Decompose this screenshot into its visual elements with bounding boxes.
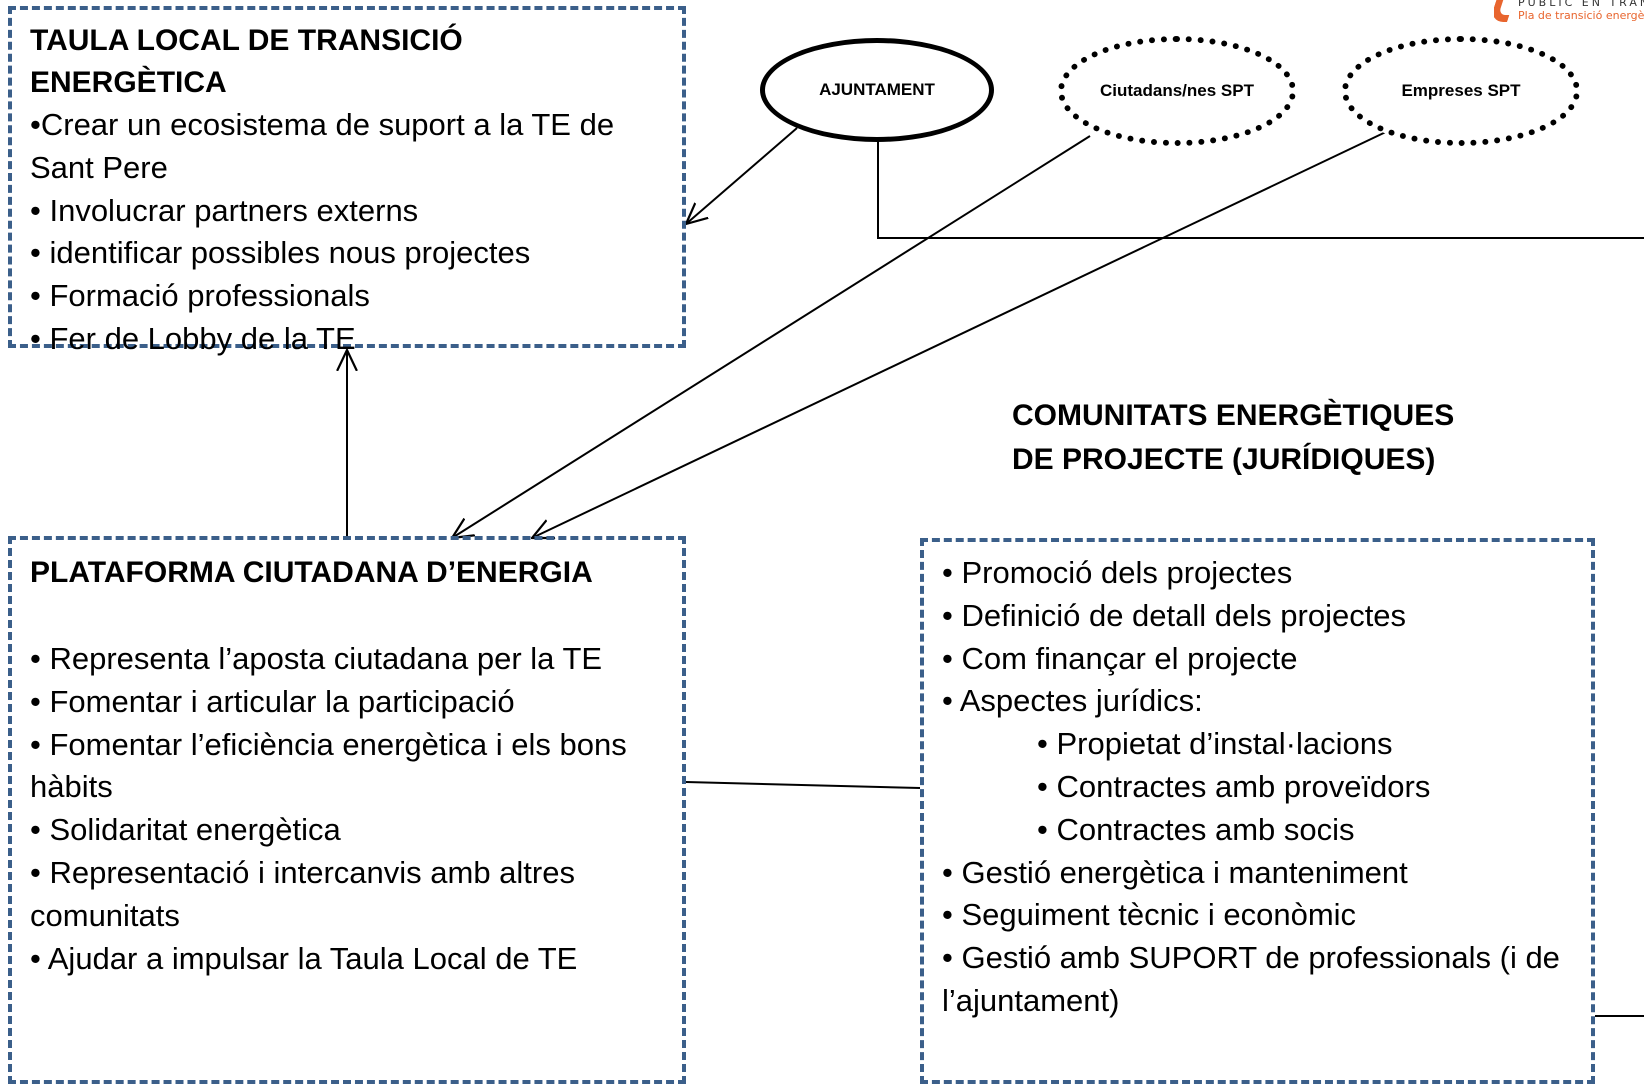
actor-ajuntament-label: AJUNTAMENT — [819, 80, 935, 99]
comunitats-item: • Gestió energètica i manteniment — [942, 854, 1408, 890]
comunitats-item: • Com finançar el projecte — [942, 640, 1298, 676]
taula-item: • Formació professionals — [30, 278, 370, 314]
plataforma-item: • Ajudar a impulsar la Taula Local de TE — [30, 940, 578, 976]
line-ajuntament-to-comunitats — [877, 140, 1644, 239]
comunitats-title-line-2: DE PROJECTE (JURÍDIQUES) — [1012, 443, 1436, 476]
logo-mark-icon — [1494, 0, 1517, 22]
arrow-empreses-to-plataforma — [532, 129, 1391, 538]
comunitats-title-line-1: COMUNITATS ENERGÈTIQUES — [1012, 399, 1455, 432]
comunitats-title: COMUNITATS ENERGÈTIQUES DE PROJECTE (JUR… — [1012, 394, 1454, 482]
comunitats-item: • Promoció dels projectes — [942, 555, 1293, 590]
taula-local-box: TAULA LOCAL DE TRANSICIÓ ENERGÈTICA •Cre… — [8, 6, 686, 356]
taula-local-title: TAULA LOCAL DE TRANSICIÓ ENERGÈTICA — [30, 24, 463, 99]
line-plataforma-to-comunitats — [685, 781, 921, 789]
plataforma-item: • Fomentar l’eficiència energètica i els… — [30, 726, 627, 805]
taula-item: • Involucrar partners externs — [30, 192, 419, 228]
plataforma-item: • Solidaritat energètica — [30, 812, 341, 848]
comunitats-subitem: • Contractes amb socis — [1037, 811, 1355, 847]
plataforma-item: • Representa l’aposta ciutadana per la T… — [30, 641, 603, 676]
comunitats-subitem: • Propietat d’instal·lacions — [1037, 726, 1393, 762]
taula-item: • identificar possibles nous projectes — [30, 235, 531, 271]
logo-line-1: PÚBLIC EN TRANSICIÓ — [1518, 0, 1644, 9]
actor-ciutadans: Ciutadans/nes SPT — [1058, 36, 1296, 146]
comunitats-item: • Aspectes jurídics: — [942, 683, 1203, 719]
taula-item: • Fer de Lobby de la TE — [30, 320, 356, 356]
plataforma-title: PLATAFORMA CIUTADANA D’ENERGIA — [30, 556, 593, 589]
arrow-ajuntament-to-taula — [686, 127, 798, 224]
logo-line-2: Pla de transició energètica — [1518, 9, 1644, 22]
arrow-ciutadans-to-plataforma — [452, 135, 1091, 538]
actor-ajuntament: AJUNTAMENT — [760, 38, 994, 142]
logo: PÚBLIC EN TRANSICIÓ Pla de transició ene… — [1494, 0, 1644, 26]
plataforma-item: • Representació i intercanvis amb altres… — [30, 854, 575, 933]
plataforma-box: PLATAFORMA CIUTADANA D’ENERGIA • Represe… — [8, 536, 686, 1084]
plataforma-item: • Fomentar i articular la participació — [30, 683, 515, 719]
taula-item: •Crear un ecosistema de suport a la TE d… — [30, 107, 615, 185]
comunitats-item: • Gestió amb SUPORT de professionals (i … — [942, 940, 1560, 1018]
comunitats-subitem: • Contractes amb proveïdors — [1037, 768, 1431, 804]
actor-empreses: Empreses SPT — [1342, 36, 1580, 146]
comunitats-box: • Promoció dels projectes • Definició de… — [920, 538, 1595, 1084]
actor-ciutadans-label: Ciutadans/nes SPT — [1100, 81, 1254, 100]
comunitats-item: • Seguiment tècnic i econòmic — [942, 897, 1357, 933]
actor-empreses-label: Empreses SPT — [1401, 81, 1521, 100]
comunitats-item: • Definició de detall dels projectes — [942, 597, 1407, 633]
